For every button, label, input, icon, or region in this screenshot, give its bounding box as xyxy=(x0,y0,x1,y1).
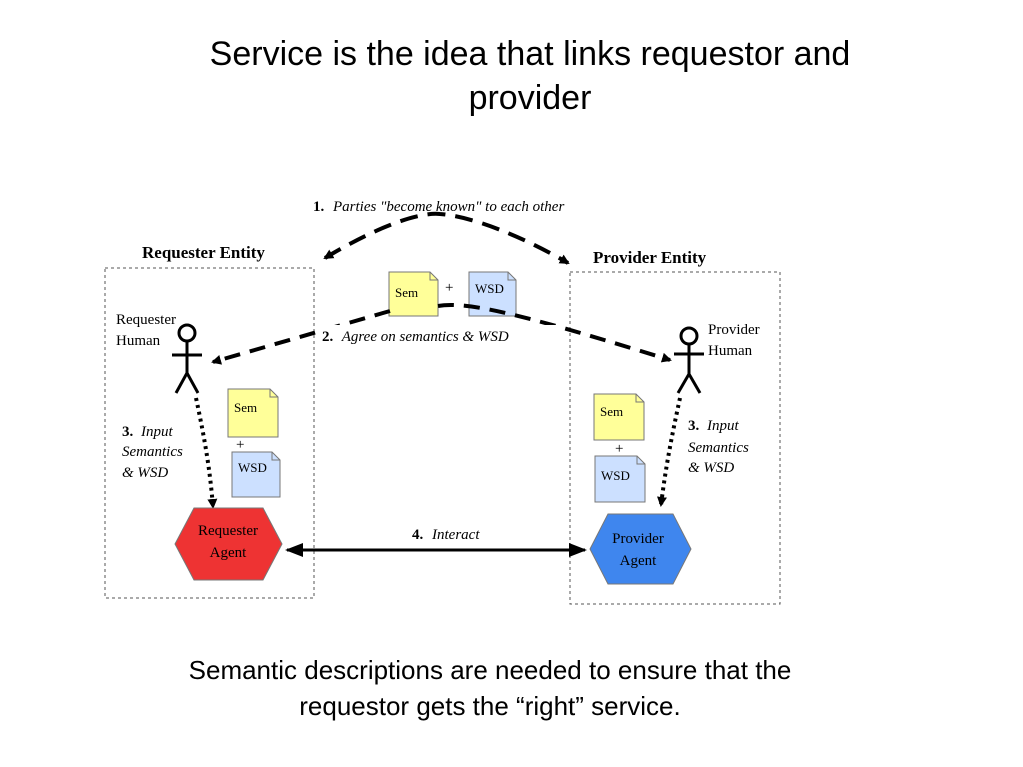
requester-human-icon xyxy=(172,323,202,394)
requester-wsd-label: WSD xyxy=(238,460,267,475)
step2-label: 2. Agree on semantics & WSD xyxy=(322,329,509,345)
requester-input-arrow xyxy=(194,397,218,509)
provider-agent-label-1: Provider xyxy=(612,531,664,547)
provider-human-icon xyxy=(674,326,704,394)
step1-label: 1. Parties "become known" to each other xyxy=(313,199,564,215)
step4-label: 4. Interact xyxy=(412,527,480,543)
step2-arrow-right xyxy=(437,302,672,363)
provider-human-label-1: Provider xyxy=(708,322,760,338)
requester-entity-title: Requester Entity xyxy=(142,243,265,262)
provider-plus: + xyxy=(615,441,623,457)
step2: 2. Agree on semantics & WSD xyxy=(211,302,672,365)
requester-step3-line-1: 3. Input xyxy=(122,424,173,440)
requester-entity-box xyxy=(104,267,315,599)
provider-entity-box xyxy=(569,271,781,605)
shared-wsd-doc-icon: WSD xyxy=(468,271,517,317)
step4: 4. Interact xyxy=(285,527,587,557)
caption: Semantic descriptions are needed to ensu… xyxy=(80,652,900,724)
provider-wsd-label: WSD xyxy=(601,468,630,483)
step1-arrow xyxy=(323,211,570,265)
requester-sem-label: Sem xyxy=(234,400,257,415)
requester-entity: Requester Entity Requester Human 3. Inpu… xyxy=(104,243,315,599)
provider-entity-title: Provider Entity xyxy=(593,248,707,267)
provider-human-label-2: Human xyxy=(708,343,753,359)
requester-wsd-doc-icon: WSD xyxy=(231,451,281,498)
provider-wsd-doc-icon: WSD xyxy=(594,455,646,503)
requester-agent-shape xyxy=(174,507,283,581)
provider-step3-line-1: 3. Input xyxy=(688,418,739,434)
provider-agent-shape xyxy=(589,513,692,585)
shared-sem-label: Sem xyxy=(395,285,418,300)
provider-agent-label-2: Agent xyxy=(620,553,657,569)
caption-line-1: Semantic descriptions are needed to ensu… xyxy=(188,655,792,685)
requester-agent-label-2: Agent xyxy=(210,545,247,561)
provider-sem-label: Sem xyxy=(600,404,623,419)
requester-step3-line-2: Semantics xyxy=(122,444,183,460)
requester-human-label-1: Requester xyxy=(116,312,176,328)
shared-wsd-label: WSD xyxy=(475,281,504,296)
provider-sem-doc-icon: Sem xyxy=(593,393,645,441)
provider-step3-line-2: Semantics xyxy=(688,440,749,456)
requester-step3-line-3: & WSD xyxy=(122,465,168,481)
provider-input-arrow xyxy=(657,397,682,507)
requester-sem-doc-icon: Sem xyxy=(227,388,279,438)
requester-plus: + xyxy=(236,437,244,453)
requester-human-label-2: Human xyxy=(116,333,161,349)
requester-agent-label-1: Requester xyxy=(198,523,258,539)
caption-line-2: requestor gets the “right” service. xyxy=(299,691,681,721)
step1: 1. Parties "become known" to each other xyxy=(313,199,570,265)
shared-docs: Sem + WSD xyxy=(388,271,517,317)
title-line-2: provider xyxy=(468,79,592,117)
slide-title: Service is the idea that links requestor… xyxy=(100,32,960,120)
title-line-1: Service is the idea that links requestor… xyxy=(209,35,851,73)
provider-step3-line-3: & WSD xyxy=(688,460,734,476)
shared-sem-doc-icon: Sem xyxy=(388,271,439,317)
step2-arrow-left xyxy=(211,309,391,365)
provider-entity: Provider Entity Provider Human Sem + WSD… xyxy=(569,248,781,605)
shared-plus: + xyxy=(445,280,453,296)
